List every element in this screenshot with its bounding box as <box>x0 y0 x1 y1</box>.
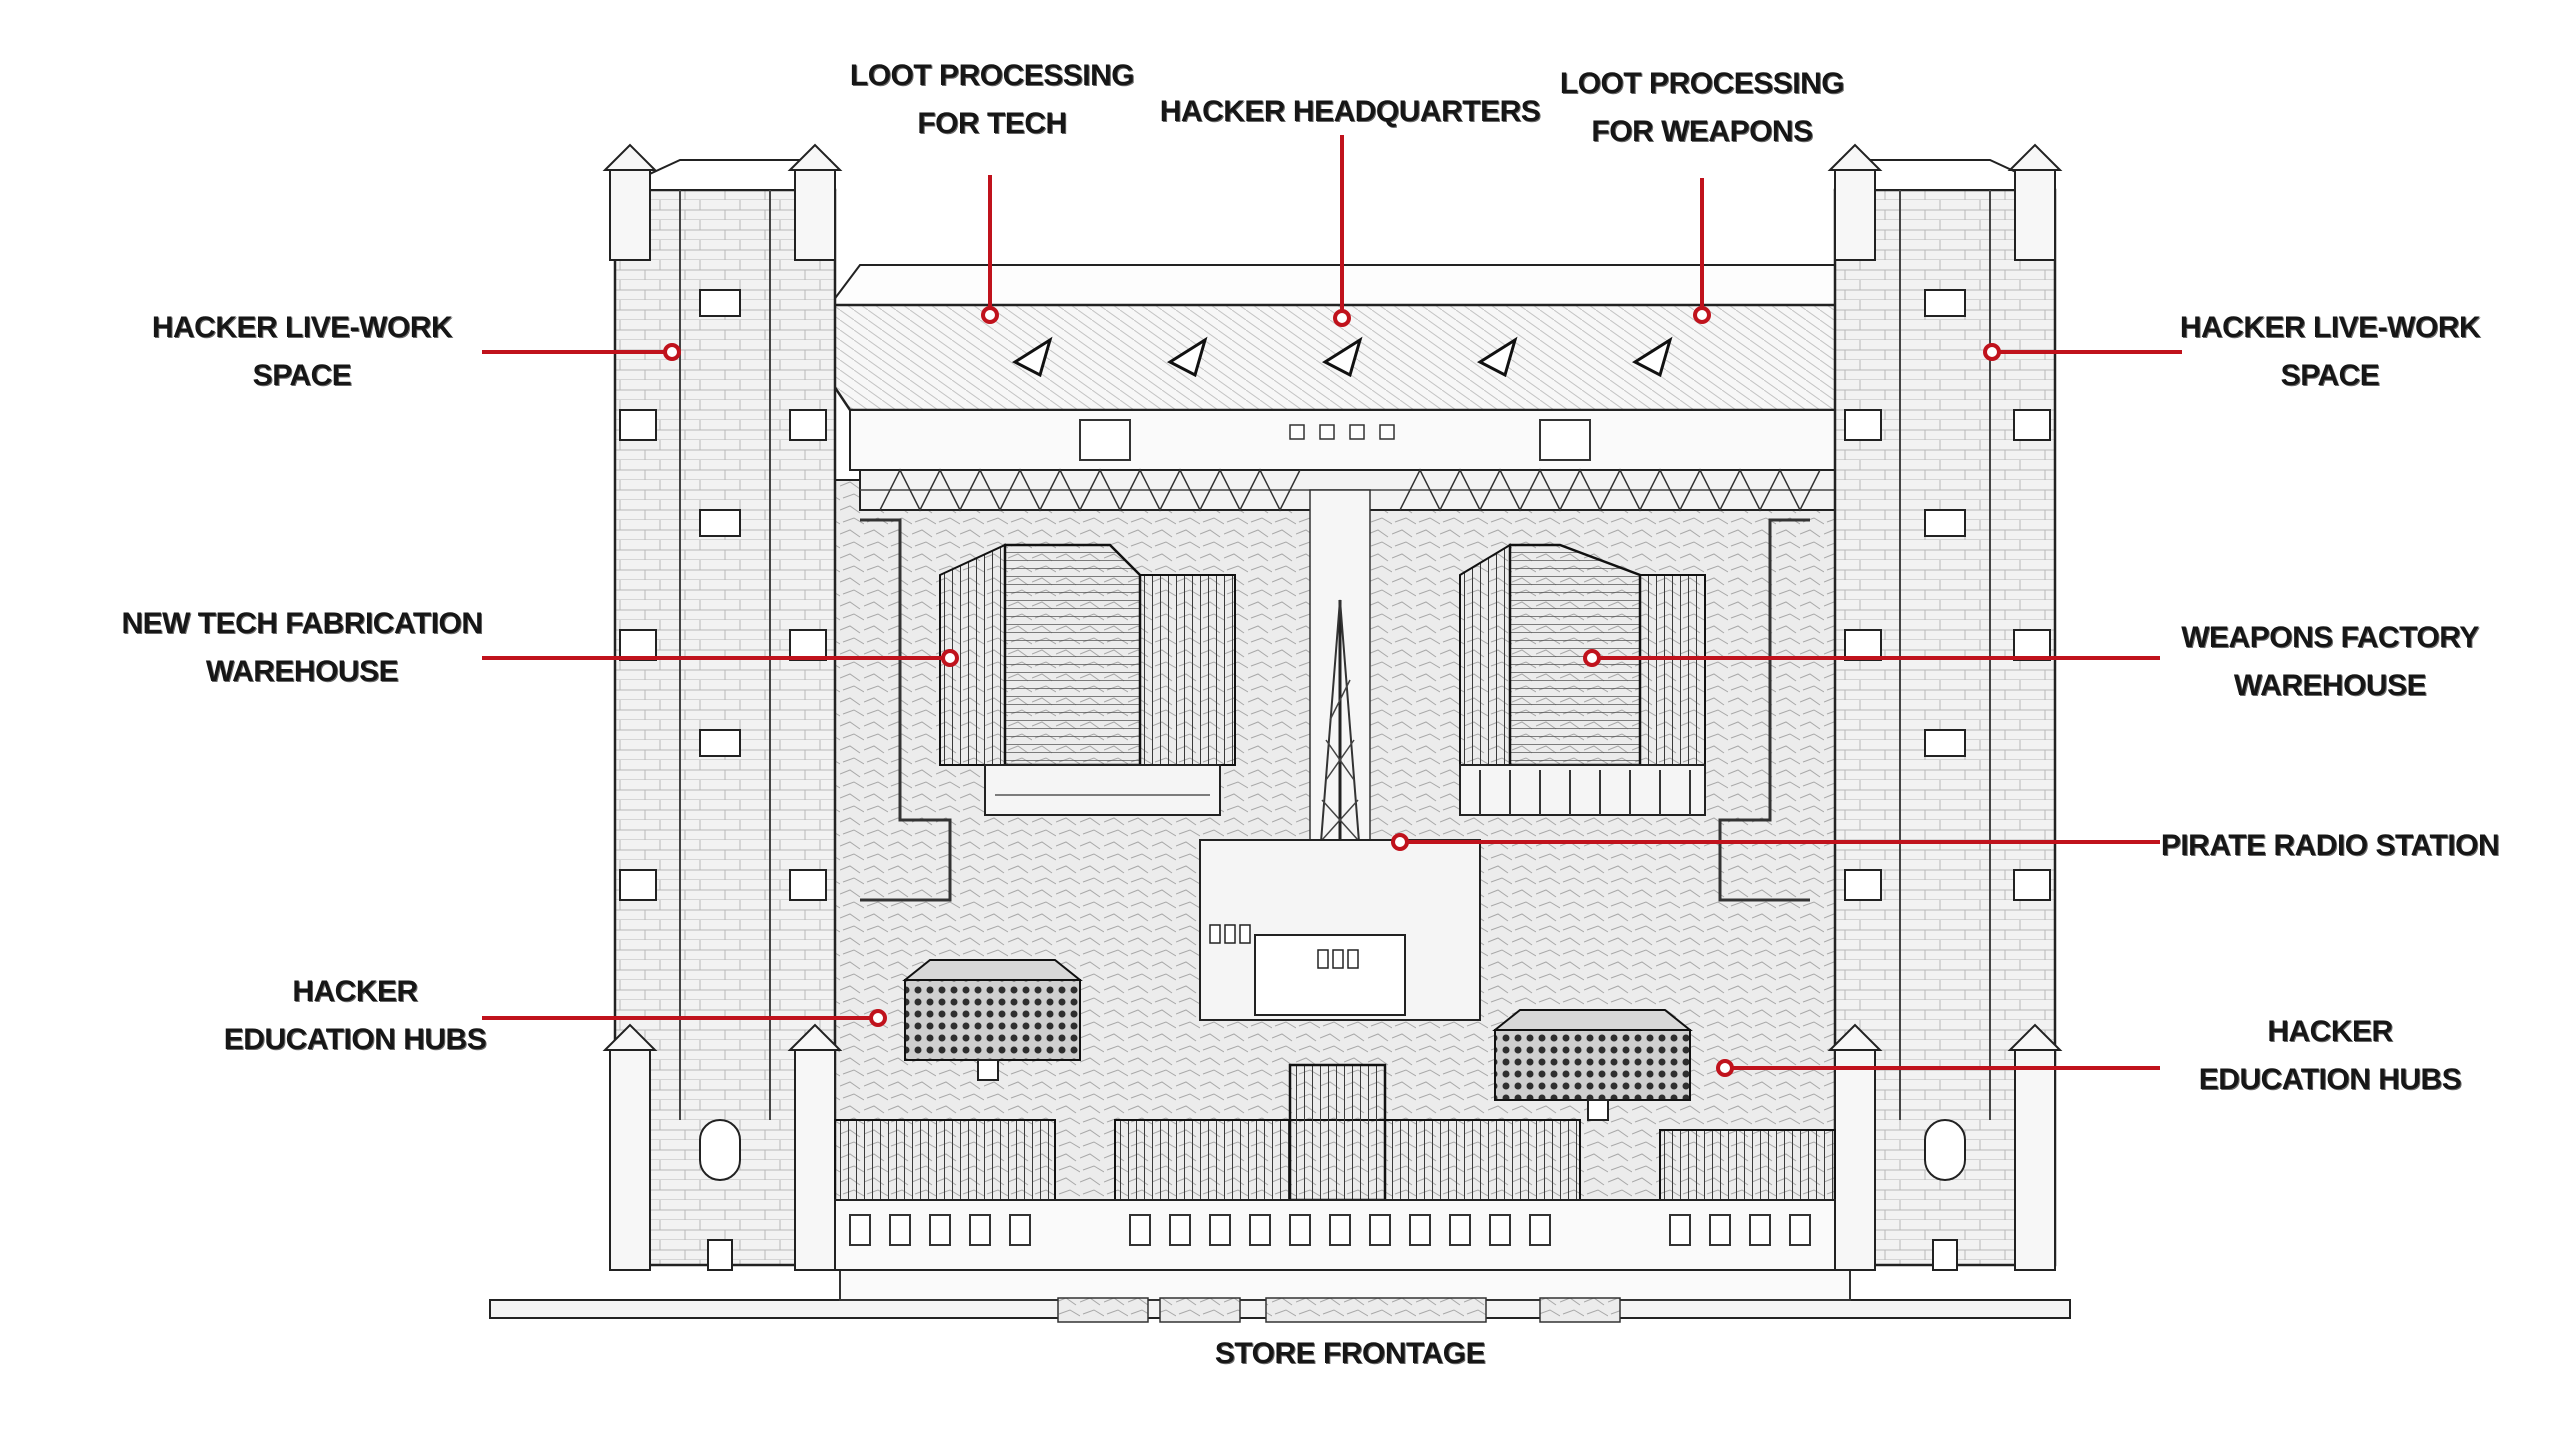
leader-dot-edu-hubs-left <box>869 1009 887 1027</box>
leader-dot-loot-weapons <box>1693 306 1711 324</box>
label-pirate-radio-station: PIRATE RADIO STATION <box>2160 829 2500 862</box>
label-store-frontage: STORE FRONTAGE <box>1214 1337 1486 1370</box>
radio-tower <box>1199 599 1481 1021</box>
right-wing-live-work <box>1827 143 2063 1271</box>
label-hacker-headquarters: HACKER HEADQUARTERS <box>1159 95 1541 128</box>
tech-fabrication-warehouse <box>939 543 1236 816</box>
leader-dot-weapons-factory <box>1583 649 1601 667</box>
education-hub-left <box>902 959 1083 1081</box>
leader-dot-edu-hubs-right <box>1716 1059 1734 1077</box>
leader-dot-live-work-right <box>1983 343 2001 361</box>
store-frontage-sheds <box>834 1063 1836 1271</box>
weapons-factory-warehouse <box>1459 543 1706 816</box>
callout-leaders <box>482 135 2182 1077</box>
leader-dot-hacker-hq <box>1333 309 1351 327</box>
education-hub-right <box>1492 1009 1693 1121</box>
base-plinth <box>489 1267 2071 1323</box>
leader-dot-pirate-radio <box>1391 833 1409 851</box>
leader-dot-loot-tech <box>981 306 999 324</box>
leader-dot-new-tech-fab <box>941 649 959 667</box>
leader-dot-live-work-left <box>663 343 681 361</box>
left-wing-live-work <box>602 143 843 1271</box>
